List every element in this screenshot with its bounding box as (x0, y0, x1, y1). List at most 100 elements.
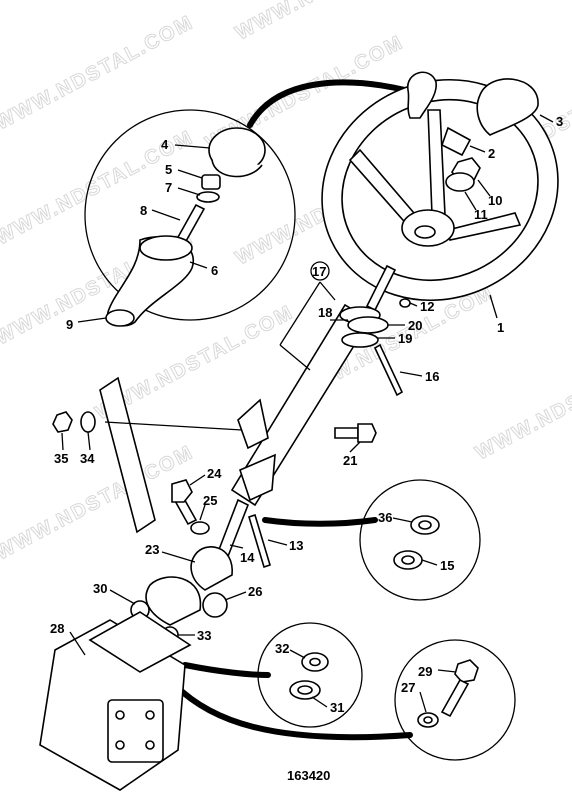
callout-10: 10 (488, 193, 502, 208)
part-28-steering-unit-top (88, 611, 192, 673)
callout-labels: 1 2 3 4 5 6 7 8 9 10 11 12 13 14 15 16 1… (50, 114, 563, 715)
detail-circle-washers (359, 479, 481, 601)
part-21-bolt-head (357, 423, 377, 443)
detail-circle-29-27 (394, 639, 516, 761)
callout-17: 17 (312, 264, 326, 279)
leader-17-b (319, 281, 336, 301)
leader-plate-to-bracket (104, 421, 243, 431)
part-13-pin (248, 513, 271, 569)
leader-11 (464, 191, 477, 211)
part-31-lock-washer-hole (297, 685, 313, 695)
part-15-washer-hole (401, 555, 415, 565)
universal-joint-assembly (130, 479, 233, 644)
callout-7: 7 (165, 180, 172, 195)
detail-circle-32-31 (257, 622, 363, 728)
detail-circle-lock-washers (257, 622, 363, 728)
callout-2: 2 (488, 146, 495, 161)
callout-20: 20 (408, 318, 422, 333)
connector-washers-32-31 (182, 662, 271, 678)
leader-32 (289, 649, 306, 659)
callout-25: 25 (203, 493, 217, 508)
part-2-clip (441, 126, 472, 157)
part-28-port-2 (145, 710, 155, 720)
part-column-bracket-upper (237, 398, 269, 450)
leader-13 (267, 539, 288, 546)
part-4-cap-side (211, 159, 263, 178)
detail-circle-knob (84, 109, 296, 321)
part-26-spider (202, 592, 228, 618)
callout-24: 24 (207, 466, 222, 481)
callout-21: 21 (343, 453, 357, 468)
detail-circle-36-15 (359, 479, 481, 601)
leader-30 (109, 589, 136, 605)
callout-35: 35 (54, 451, 68, 466)
part-20-ring (347, 316, 389, 334)
steering-column (52, 264, 411, 569)
callout-11: 11 (474, 207, 488, 222)
part-28-port-3 (115, 740, 125, 750)
part-27-washer-hole (423, 716, 433, 724)
leader-34 (87, 431, 91, 451)
callout-8: 8 (140, 203, 147, 218)
leader-27 (419, 691, 427, 713)
part-column-upper-shaft (365, 264, 397, 312)
leader-24 (189, 474, 206, 486)
callout-19: 19 (398, 331, 412, 346)
connector-washers-36-15 (262, 517, 378, 527)
callout-34: 34 (80, 451, 95, 466)
callout-3: 3 (556, 114, 563, 129)
callout-31: 31 (330, 700, 344, 715)
callout-12: 12 (420, 299, 434, 314)
leader-12 (409, 302, 418, 307)
part-28-port-block (107, 699, 164, 763)
callout-28: 28 (50, 621, 64, 636)
leader-23 (161, 551, 196, 563)
part-6-top-ring (139, 235, 193, 261)
leader-5 (177, 169, 203, 179)
leader-31 (311, 696, 328, 708)
leader-35 (61, 432, 64, 451)
part-23-yoke-lower (145, 576, 202, 626)
part-34-washer (80, 411, 96, 433)
leader-7 (177, 187, 201, 196)
leader-9 (77, 317, 107, 323)
leader-17-c (279, 344, 311, 371)
leader-28 (69, 631, 86, 656)
callout-18: 18 (318, 305, 332, 320)
knob-detail-circle (84, 109, 296, 327)
part-25-washer (190, 521, 210, 535)
leader-15 (421, 559, 438, 566)
leader-36 (392, 517, 413, 523)
callout-16: 16 (425, 369, 439, 384)
callout-27: 27 (401, 680, 415, 695)
callout-30: 30 (93, 581, 107, 596)
drawing-reference-number: 163420 (287, 768, 330, 783)
callout-17-circle (310, 261, 330, 281)
callout-5: 5 (165, 162, 172, 177)
part-5-nut (201, 174, 221, 190)
callout-14: 14 (240, 550, 255, 565)
part-29-bolt-shank (440, 678, 470, 718)
part-column-bracket-lower (239, 453, 276, 502)
part-35-nut (52, 411, 73, 433)
detail-circle-bolt (394, 639, 516, 761)
watermark-1: WWW.NDSTAL.COM (0, 11, 197, 134)
leader-17-a (279, 281, 321, 346)
callout-32: 32 (275, 641, 289, 656)
steering-unit (39, 611, 192, 791)
leader-2 (469, 145, 486, 153)
leader-6 (189, 261, 208, 269)
part-7-washer (196, 191, 220, 203)
leader-lines (61, 114, 554, 713)
steering-wheel (321, 71, 559, 302)
leader-4 (174, 144, 211, 149)
watermark-11: WWW.NDSTAL.COM (472, 341, 572, 464)
leader-10 (477, 179, 491, 197)
part-36-washer-hole (418, 520, 432, 530)
leader-26 (224, 591, 247, 601)
part-mounting-plate (99, 376, 156, 534)
part-9-bottom-ring (105, 309, 135, 327)
callout-33: 33 (197, 628, 211, 643)
leader-14 (229, 544, 244, 549)
